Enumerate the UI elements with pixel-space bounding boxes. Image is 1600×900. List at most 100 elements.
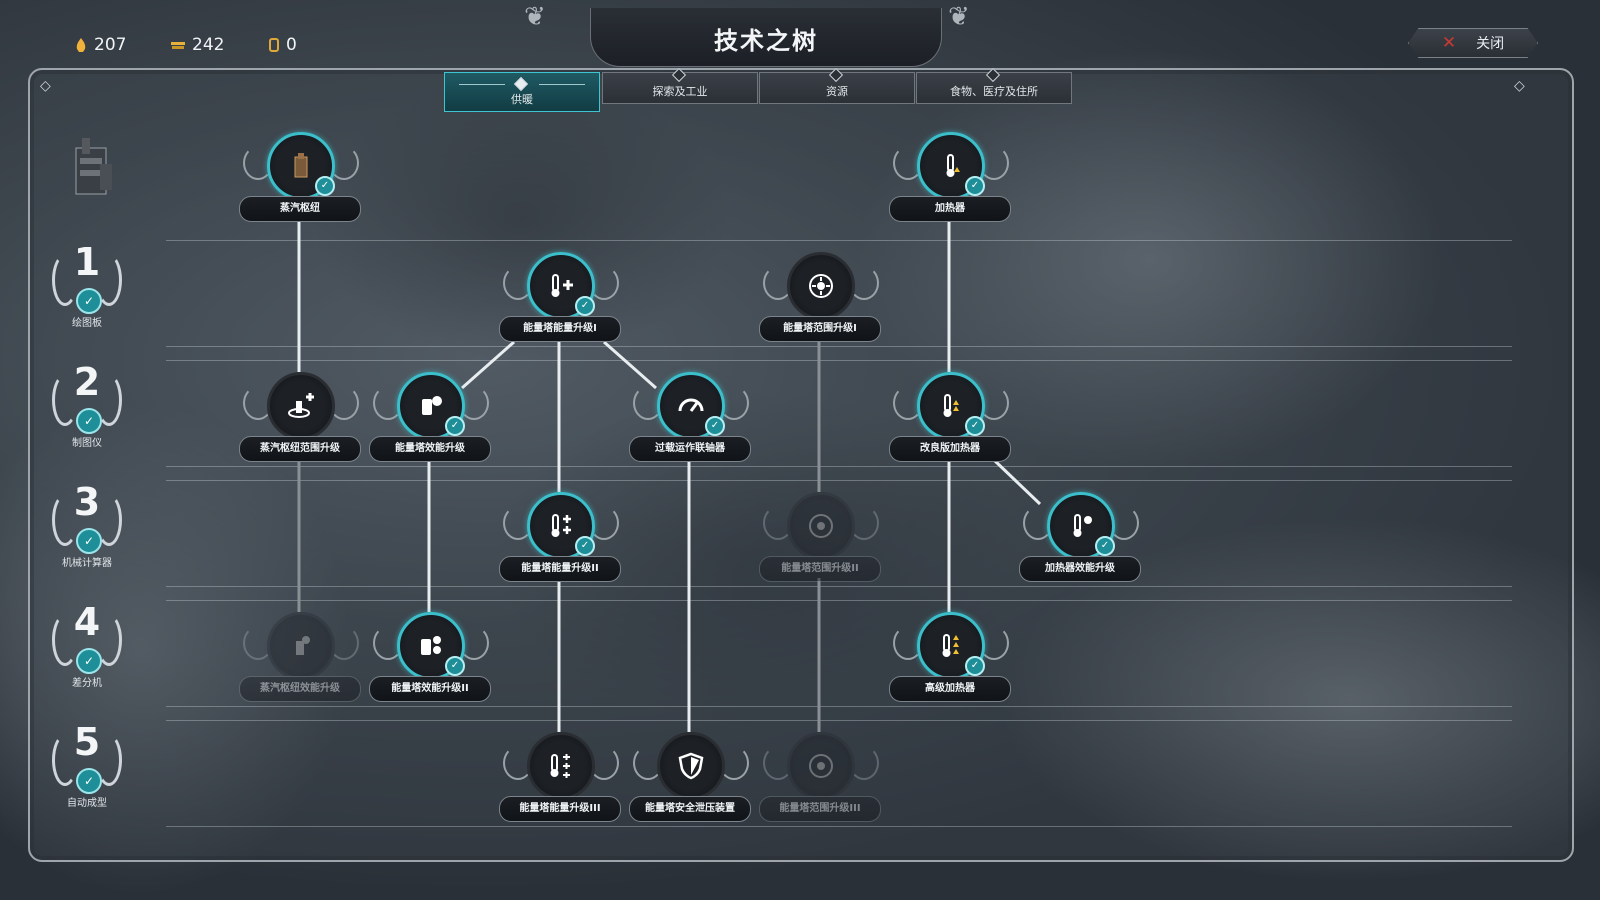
- corner-diamond-icon: ◇: [40, 78, 51, 94]
- page-title: 技术之树: [714, 27, 818, 55]
- generator-icon: [75, 138, 112, 195]
- tab-label: 探索及工业: [652, 85, 708, 98]
- range-icon: [809, 754, 833, 778]
- node-label: 能量塔能量升级II: [499, 556, 621, 582]
- node-power-up-3[interactable]: 能量塔能量升级III: [499, 732, 623, 824]
- tab-label: 供暖: [511, 93, 533, 106]
- node-label: 能量塔效能升级: [369, 436, 491, 462]
- thermometer-plus-icon: [551, 274, 573, 297]
- tab-exploration-industry[interactable]: 探索及工业: [602, 67, 758, 104]
- check-icon: ✓: [76, 408, 102, 434]
- thermometer-plus2-icon: [551, 514, 571, 537]
- node-label: 过载运作联轴器: [629, 436, 751, 462]
- tier-4: 4 ✓ 差分机: [48, 602, 126, 689]
- tier-2: 2 ✓ 制图仪: [48, 362, 126, 449]
- check-icon: ✓: [76, 528, 102, 554]
- node-overdrive-coupler[interactable]: ✓ 过载运作联轴器: [629, 372, 753, 464]
- tier-divider: [166, 586, 1512, 587]
- check-icon: ✓: [76, 648, 102, 674]
- corner-diamond-icon: ◇: [1514, 78, 1525, 94]
- tier-divider: [166, 240, 1512, 241]
- tab-label: 资源: [826, 85, 848, 98]
- node-power-up-2[interactable]: ✓ 能量塔能量升级II: [499, 492, 623, 584]
- tier-divider: [166, 720, 1512, 721]
- tab-heating[interactable]: 供暖: [444, 72, 600, 112]
- tier-1: 1 ✓ 绘图板: [48, 242, 126, 329]
- tier-5: 5 ✓ 自动成型: [48, 722, 126, 809]
- check-icon: ✓: [575, 536, 595, 556]
- node-label: 蒸汽枢纽: [239, 196, 361, 222]
- steel-value: 0: [286, 35, 297, 55]
- tier-divider: [166, 480, 1512, 481]
- range-icon: [809, 514, 833, 538]
- node-range-up-1[interactable]: 能量塔范围升级I: [759, 252, 883, 344]
- node-label: 能量塔效能升级II: [369, 676, 491, 702]
- node-range-up-3[interactable]: 能量塔范围升级III: [759, 732, 883, 824]
- coal-value: 207: [94, 35, 127, 55]
- ornament-right-icon: ❦: [948, 2, 970, 32]
- resource-coal: 207: [74, 34, 126, 56]
- node-label: 能量塔范围升级II: [759, 556, 881, 582]
- tier-number: 1: [73, 240, 101, 284]
- node-label: 能量塔范围升级I: [759, 316, 881, 342]
- close-button[interactable]: ✕ 关闭: [1408, 28, 1538, 58]
- check-icon: ✓: [1095, 536, 1115, 556]
- check-icon: ✓: [965, 176, 985, 196]
- range-icon: [809, 274, 833, 298]
- close-label: 关闭: [1476, 36, 1505, 52]
- coal-icon: [76, 38, 86, 52]
- shield-icon: [678, 752, 704, 780]
- tier-label: 制图仪: [72, 438, 102, 449]
- hub-eff-icon: [296, 636, 310, 655]
- thermometer-icon: [946, 154, 960, 177]
- steam-hub-icon: [294, 153, 308, 178]
- check-icon: ✓: [76, 768, 102, 794]
- check-icon: ✓: [445, 656, 465, 676]
- node-heater[interactable]: ✓ 加热器: [889, 132, 1013, 224]
- tier-number: 4: [73, 600, 101, 644]
- hub-range-icon: [288, 393, 314, 418]
- tier-divider: [166, 826, 1512, 827]
- tier-number: 2: [73, 360, 101, 404]
- node-label: 加热器效能升级: [1019, 556, 1141, 582]
- tier-number: 5: [73, 720, 101, 764]
- gauge-icon: [678, 398, 704, 412]
- node-label: 蒸汽枢纽效能升级: [239, 676, 361, 702]
- tier-divider: [166, 346, 1512, 347]
- node-efficiency-up-1[interactable]: ✓ 能量塔效能升级: [369, 372, 493, 464]
- tier-divider: [166, 706, 1512, 707]
- check-icon: ✓: [965, 416, 985, 436]
- tier-label: 自动成型: [67, 798, 107, 809]
- ornament-left-icon: ❦: [524, 2, 546, 32]
- tier-divider: [166, 360, 1512, 361]
- node-power-up-1[interactable]: ✓ 能量塔能量升级I: [499, 252, 623, 344]
- efficiency-icon: [422, 396, 442, 415]
- tab-label: 食物、医疗及住所: [950, 85, 1038, 98]
- heater-up-icon: [943, 394, 959, 417]
- node-range-up-2[interactable]: 能量塔范围升级II: [759, 492, 883, 584]
- node-advanced-heater[interactable]: ✓ 高级加热器: [889, 612, 1013, 704]
- check-icon: ✓: [445, 416, 465, 436]
- node-steam-hub[interactable]: ✓ 蒸汽枢纽: [239, 132, 363, 224]
- tier-label: 机械计算器: [62, 558, 112, 569]
- node-hub-efficiency[interactable]: 蒸汽枢纽效能升级: [239, 612, 363, 704]
- node-hub-range[interactable]: 蒸汽枢纽范围升级: [239, 372, 363, 464]
- check-icon: ✓: [76, 288, 102, 314]
- tier-number: 3: [73, 480, 101, 524]
- node-heater-efficiency[interactable]: ✓ 加热器效能升级: [1019, 492, 1143, 584]
- check-icon: ✓: [315, 176, 335, 196]
- resource-wood: 242: [170, 34, 224, 56]
- wood-value: 242: [192, 35, 225, 55]
- node-label: 蒸汽枢纽范围升级: [239, 436, 361, 462]
- close-icon: ✕: [1441, 33, 1457, 53]
- node-safety-valve[interactable]: 能量塔安全泄压装置: [629, 732, 753, 824]
- node-efficiency-up-2[interactable]: ✓ 能量塔效能升级II: [369, 612, 493, 704]
- tab-resources[interactable]: 资源: [759, 67, 915, 104]
- tab-food-medical-housing[interactable]: 食物、医疗及住所: [916, 67, 1072, 104]
- tier-divider: [166, 466, 1512, 467]
- node-improved-heater[interactable]: ✓ 改良版加热器: [889, 372, 1013, 464]
- tier-divider: [166, 600, 1512, 601]
- node-label: 能量塔范围升级III: [759, 796, 881, 822]
- node-label: 高级加热器: [889, 676, 1011, 702]
